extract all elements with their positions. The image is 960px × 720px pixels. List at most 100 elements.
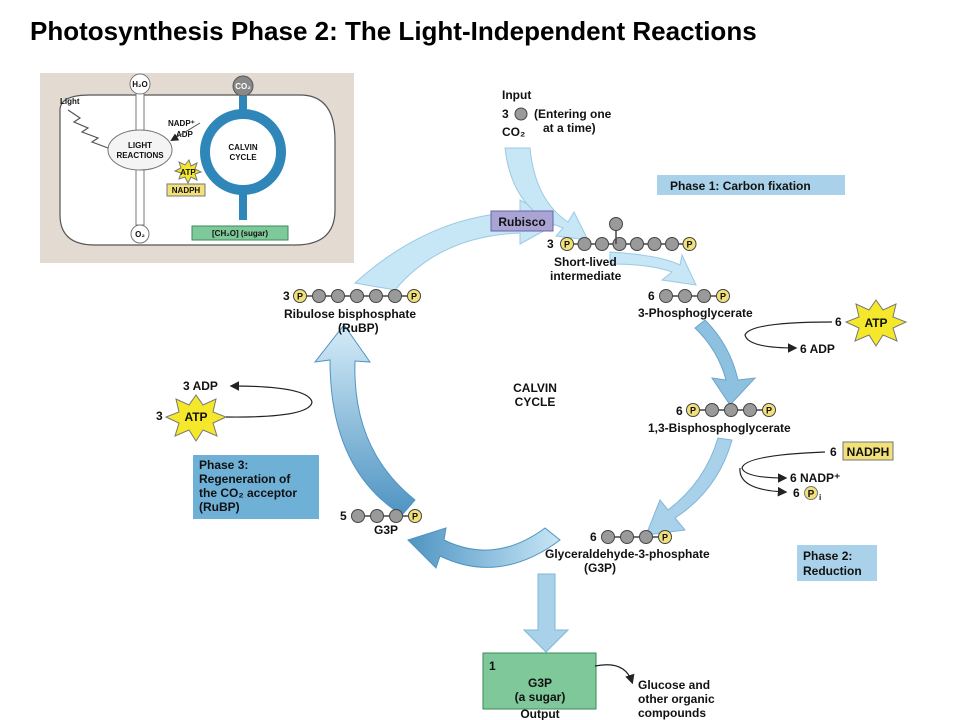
g3p6-count: 6 bbox=[590, 530, 597, 544]
pga-phosphate bbox=[716, 289, 730, 303]
rubp-carbon bbox=[331, 289, 345, 303]
arrow-intermediate-to-pga bbox=[609, 251, 697, 286]
atp-regen-star bbox=[164, 394, 228, 442]
bpg-carbon bbox=[724, 403, 738, 417]
g3p5-carbon bbox=[370, 509, 384, 523]
output-product-arrow bbox=[594, 664, 635, 685]
input-note-1: (Entering one bbox=[534, 107, 612, 121]
g3p6-phosphate bbox=[658, 530, 672, 544]
inset-calvin-1: CALVIN bbox=[228, 143, 257, 152]
pga-carbon bbox=[659, 289, 673, 303]
pi-out-symbol: P bbox=[808, 489, 815, 500]
rubp-label-1: Ribulose bisphosphate bbox=[284, 307, 416, 321]
center-label-2: CYCLE bbox=[515, 395, 556, 409]
bpg-count: 6 bbox=[676, 404, 683, 418]
input-co2-icon bbox=[514, 107, 528, 121]
g3p5-carbon bbox=[389, 509, 403, 523]
output-label-2: (a sugar) bbox=[515, 690, 566, 704]
rubp-count: 3 bbox=[283, 289, 290, 303]
bpg-carbon bbox=[743, 403, 757, 417]
pi-out-phosphate bbox=[804, 486, 818, 500]
rubisco-box bbox=[490, 210, 554, 232]
g3p6-label-2: (G3P) bbox=[584, 561, 616, 575]
atp-in-star bbox=[844, 299, 908, 347]
inset-nadph: NADPH bbox=[172, 186, 201, 195]
atp-in-label: ATP bbox=[864, 316, 887, 330]
phosphate-symbol: P bbox=[662, 533, 668, 543]
pga-label: 3-Phosphoglycerate bbox=[638, 306, 753, 320]
rubp-carbon bbox=[388, 289, 402, 303]
pi-out-count: 6 bbox=[793, 486, 800, 500]
phosphate-symbol: P bbox=[297, 292, 303, 302]
intermediate-branch-carbon bbox=[609, 217, 623, 231]
intermediate-carbon bbox=[647, 237, 662, 251]
g3p6-carbon bbox=[601, 530, 615, 544]
inset-light-reactions-2: REACTIONS bbox=[116, 151, 164, 160]
phase2-label-1: Phase 2: bbox=[803, 549, 852, 563]
input-molecule: CO₂ bbox=[502, 125, 525, 139]
phase2-box bbox=[797, 545, 877, 581]
g3p5-carbon bbox=[351, 509, 365, 523]
rubp-phosphate bbox=[407, 289, 421, 303]
intermediate-phosphate bbox=[560, 237, 574, 251]
phosphate-symbol: P bbox=[564, 240, 570, 250]
phosphate-symbol: P bbox=[690, 406, 696, 416]
output-box bbox=[482, 652, 597, 710]
intermediate-phosphate bbox=[682, 237, 697, 251]
intermediate-label-1: Short-lived bbox=[554, 255, 617, 269]
phosphate-symbol: P bbox=[686, 240, 692, 250]
nadph-in-box bbox=[842, 441, 894, 461]
pi-out-sub: i bbox=[819, 493, 821, 502]
inset-calvin-2: CYCLE bbox=[229, 153, 257, 162]
g3p6-carbon bbox=[620, 530, 634, 544]
adp-out-label: 6 ADP bbox=[800, 342, 835, 356]
atp-regen-count: 3 bbox=[156, 409, 163, 423]
phase3-box bbox=[193, 455, 319, 519]
output-product-3: compounds bbox=[638, 706, 706, 720]
inset-co2: CO₂ bbox=[235, 82, 251, 91]
arrow-output bbox=[522, 573, 570, 653]
phase3-label-2: Regeneration of bbox=[199, 472, 291, 486]
inset-sugar: [CH₂O] (sugar) bbox=[212, 229, 268, 238]
nadph-in-arrow bbox=[741, 451, 826, 483]
phase3-label-1: Phase 3: bbox=[199, 458, 248, 472]
output-product-2: other organic bbox=[638, 692, 715, 706]
input-note-2: at a time) bbox=[543, 121, 596, 135]
inset-atp: ATP bbox=[180, 168, 196, 177]
inset-panel: H₂O O₂ LIGHT REACTIONS Light CALVIN CYCL… bbox=[40, 73, 354, 263]
output-caption: Output bbox=[520, 707, 559, 720]
atp-in-arrow bbox=[744, 321, 833, 353]
page-title: Photosynthesis Phase 2: The Light-Indepe… bbox=[30, 16, 757, 46]
output-count: 1 bbox=[489, 659, 496, 673]
pga-count: 6 bbox=[648, 289, 655, 303]
rubp-label-2: (RuBP) bbox=[338, 321, 379, 335]
arrow-bpg-to-g3p bbox=[645, 437, 733, 536]
bpg-phosphate bbox=[762, 403, 776, 417]
bpg-phosphate bbox=[686, 403, 700, 417]
inset-sugar-box bbox=[191, 225, 289, 241]
phase1-box bbox=[657, 175, 845, 195]
adp-regen-label: 3 ADP bbox=[183, 379, 218, 393]
phosphate-symbol: P bbox=[411, 292, 417, 302]
nadph-in-label: NADPH bbox=[847, 445, 890, 459]
inset-light: Light bbox=[60, 97, 80, 106]
bpg-carbon bbox=[705, 403, 719, 417]
intermediate-carbon bbox=[630, 237, 644, 251]
inset-adp: ADP bbox=[176, 130, 194, 139]
output-product-1: Glucose and bbox=[638, 678, 710, 692]
atp-regen-label: ATP bbox=[184, 410, 207, 424]
phase2-label-2: Reduction bbox=[803, 564, 862, 578]
phase3-label-3: the CO₂ acceptor bbox=[199, 486, 297, 500]
rubp-carbon bbox=[312, 289, 326, 303]
nadph-in-count: 6 bbox=[830, 445, 837, 459]
pga-carbon bbox=[678, 289, 692, 303]
input-heading: Input bbox=[502, 88, 531, 102]
inset-nadp: NADP⁺ bbox=[168, 119, 195, 128]
phosphate-symbol: P bbox=[766, 406, 772, 416]
phosphate-symbol: P bbox=[412, 512, 418, 522]
bpg-label: 1,3-Bisphosphoglycerate bbox=[648, 421, 791, 435]
inset-atp-star bbox=[173, 158, 203, 185]
o2-bubble bbox=[130, 224, 150, 244]
inset-nadph-box bbox=[166, 183, 206, 197]
inset-h2o: H₂O bbox=[132, 80, 148, 89]
